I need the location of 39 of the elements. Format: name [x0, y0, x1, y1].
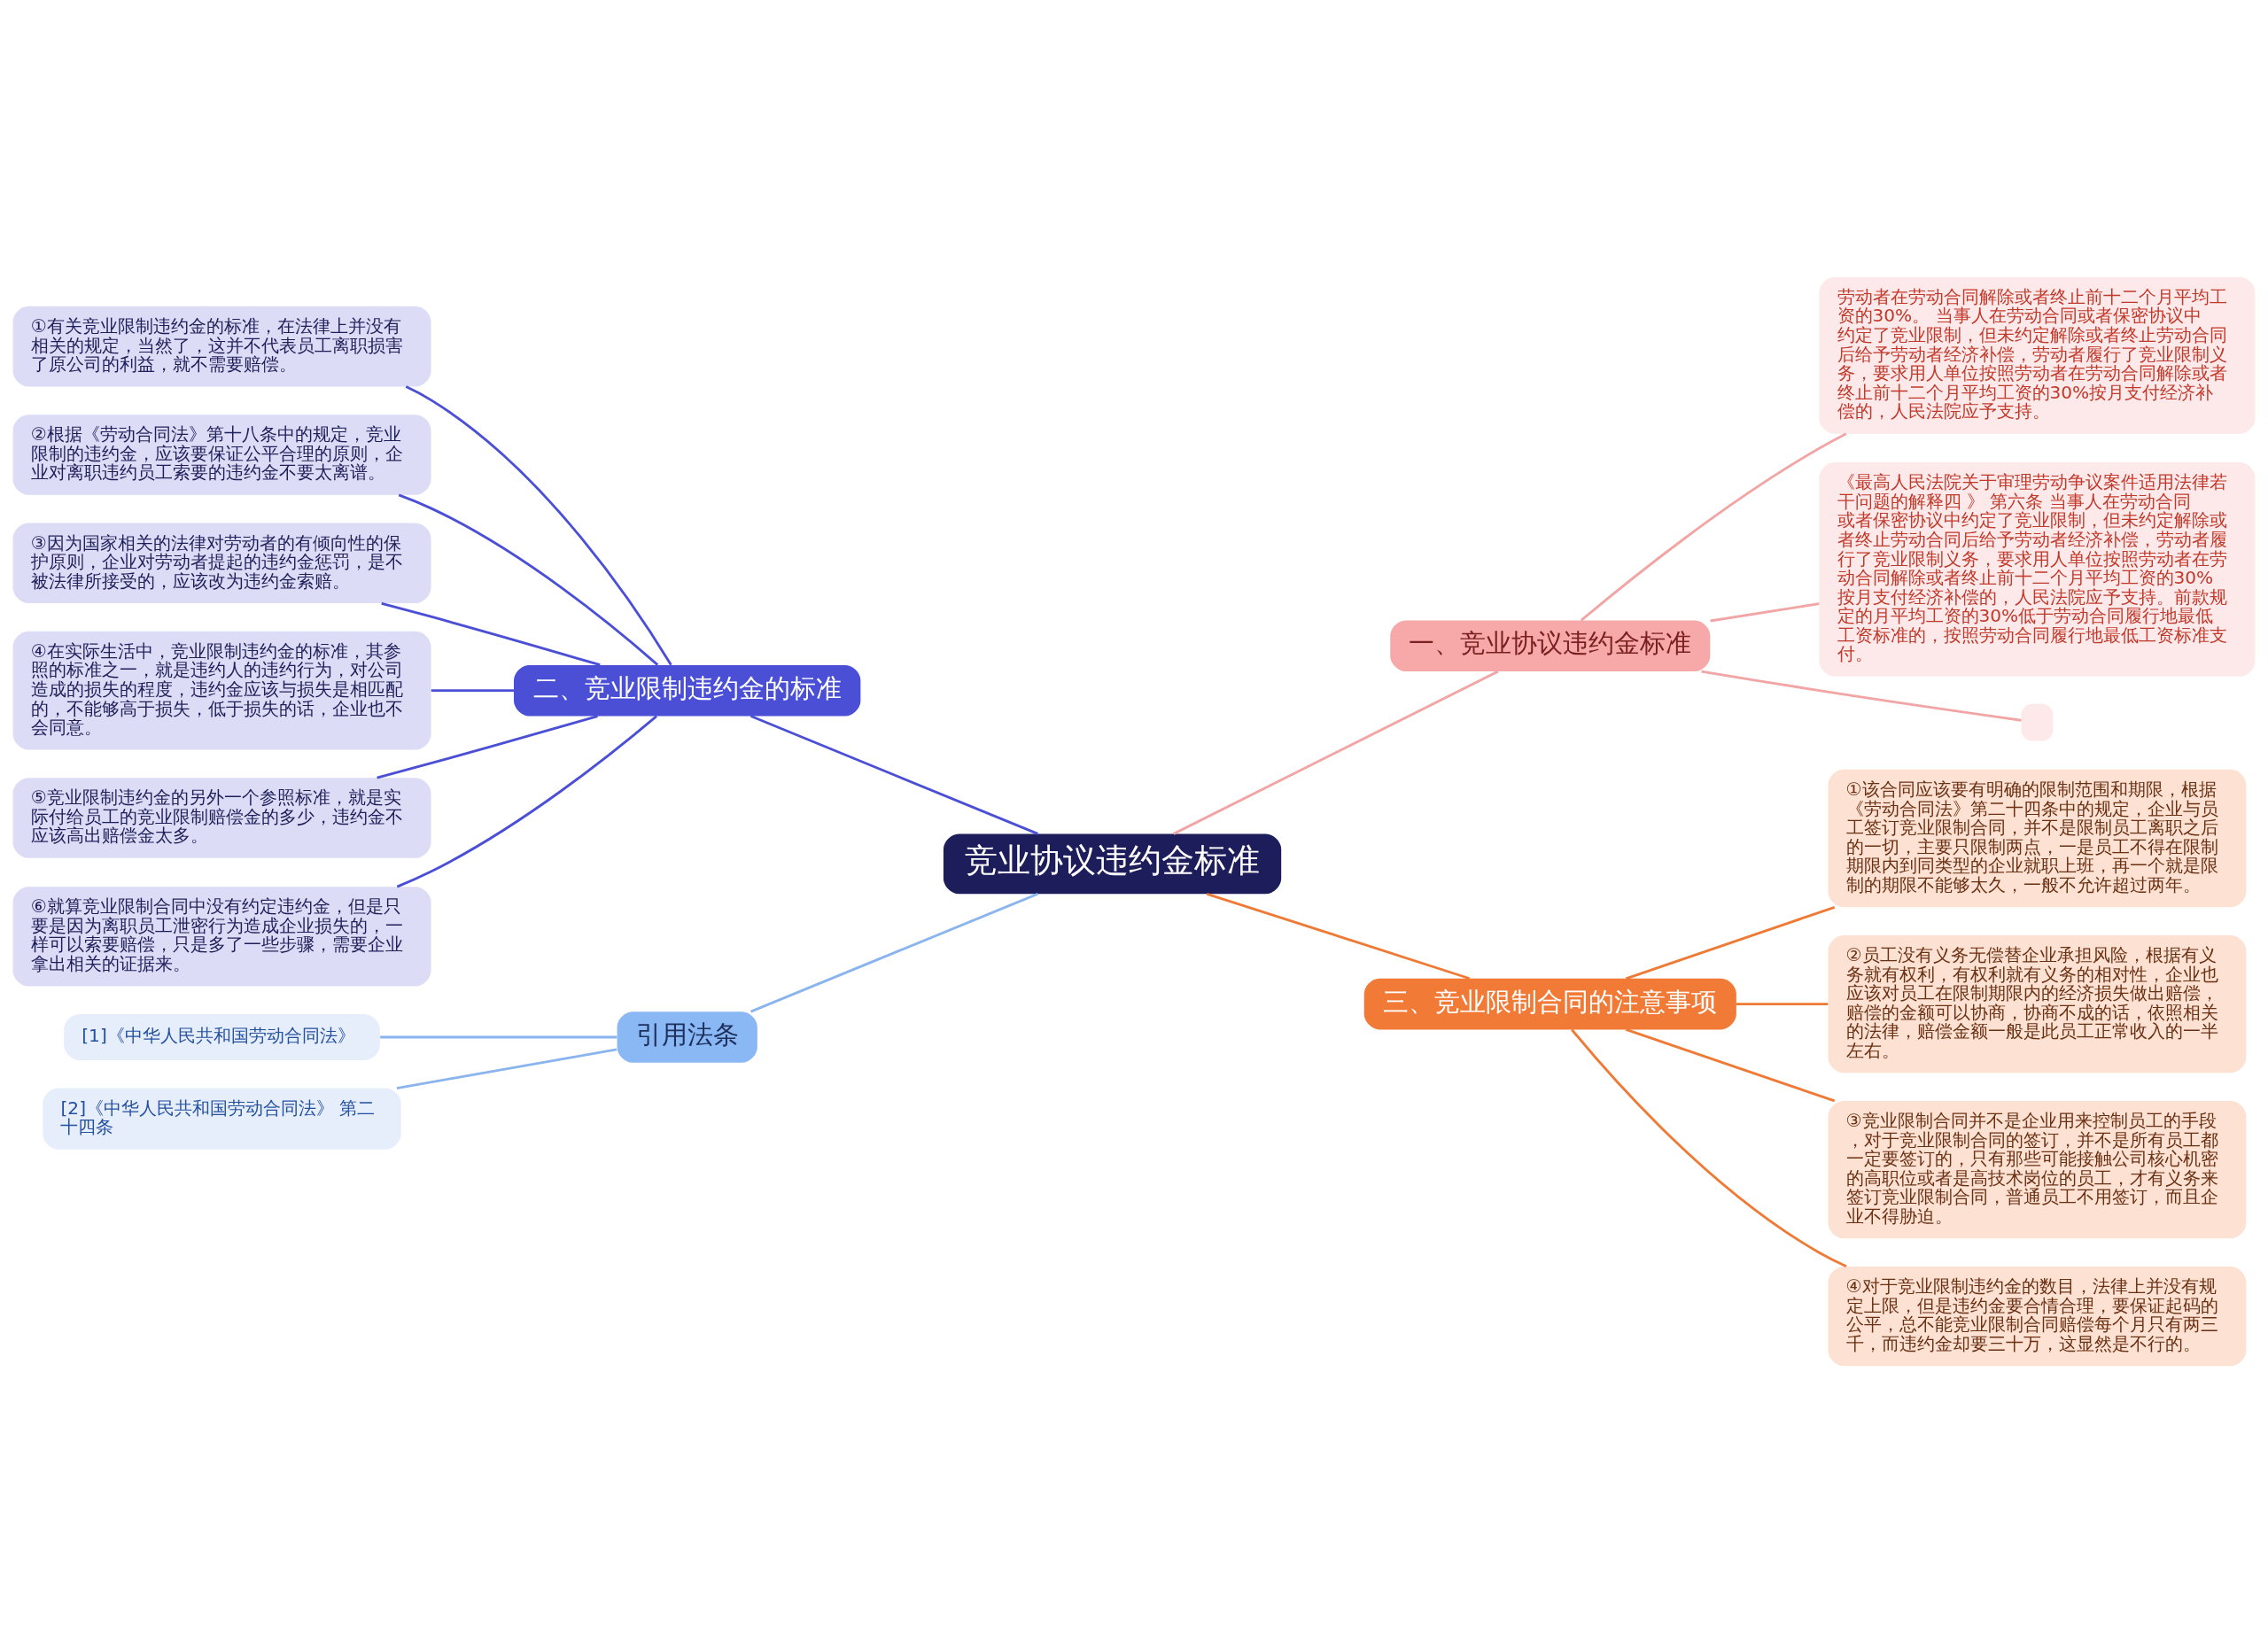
connector: [377, 715, 598, 779]
connector: [1173, 670, 1499, 835]
connector: [750, 715, 1038, 835]
node-box: ④在实际生活中，竞业限制违约金的标准，其参照的标准之一，就是违约人的违约行为，对公司造成的损失的程度，违约金应该与损失是相匹配的，不能够高于损失，低于损失的话，企业也不会同意。: [12, 631, 431, 750]
connector: [380, 1035, 617, 1039]
node-box: ①有关竞业限制违约金的标准，在法律上并没有相关的规定，当然了，这并不代表员工离职损害了原公司的利益，就不需要赔偿。: [12, 306, 431, 387]
connector: [1571, 1028, 1847, 1268]
connector: [1580, 432, 1847, 622]
node-box: ④对于竞业限制违约金的数目，法律上并没有规定上限，但是违约金要合情合理，要保证起码的公平，总不能竞业限制合同赔偿每个月只有两三千，而违约金却要三十万，这显然是不行的。: [1828, 1267, 2247, 1367]
connector: [431, 689, 514, 693]
node-box: 竞业协议违约金标准: [943, 833, 1282, 895]
node-box: 一、竞业协议违约金标准: [1390, 620, 1711, 672]
node-box: 引用法条: [617, 1011, 757, 1063]
connector: [381, 601, 601, 667]
connector: [1206, 892, 1471, 980]
node-box: ②员工没有义务无偿替企业承担风险，根据有义务就有权利，有权利就有义务的相对性，企业也应该对员工在限制期限内的经济损失做出赔偿，赔偿的金额可以协商，协商不成的话，依照相关的法律，赔偿金额一般是此员工正常收入的一半左右。: [1828, 934, 2247, 1073]
connector: [396, 715, 657, 888]
connector: [1710, 602, 1820, 623]
node-box: ③竞业限制合同并不是企业用来控制员工的手段，对于竞业限制合同的签订，并不是所有员工都一定要签订的，只有那些可能接触公司核心机密的高职位或者是高技术岗位的员工，才有义务来签订竞业限制合同，普通员工不用签订，而且企业不得胁迫。: [1828, 1100, 2247, 1239]
node-box: 二、竞业限制违约金的标准: [514, 664, 861, 717]
node-box: ①该合同应该要有明确的限制范围和期限，根据《劳动合同法》第二十四条中的规定，企业与员工签订竞业限制合同，并不是限制员工离职之后的一切，主要只限制两点，一是员工不得在限制期限内到同类型的企业就职上班，再一个就是限制的期限不能够太久，一般不允许超过两年。: [1828, 769, 2247, 908]
node-box: [2021, 703, 2054, 741]
node-box: [1]《中华人民共和国劳动合同法》: [64, 1014, 380, 1060]
connector: [1736, 1003, 1829, 1006]
node-box: 《最高人民法院关于审理劳动争议案件适用法律若干问题的解释四 》 第六条 当事人在劳动合同或者保密协议中约定了竞业限制，但未约定解除或者终止劳动合同后给予劳动者经济补偿，劳动者履行了竞业限制义务，要求用人单位按照劳动者在劳动合同解除或者终止前十二个月平均工资的30%按月支付经济补偿的，人民法院应予支持。前款规定的月平均工资的30%低于劳动合同履行地最低工资标准的，按照劳动合同履行地最低工资标准支付。: [1819, 462, 2256, 677]
node-box: ②根据《劳动合同法》第十八条中的规定，竞业限制的违约金，应该要保证公平合理的原则，企业对离职违约员工索要的违约金不要太离谱。: [12, 415, 431, 495]
node-box: 劳动者在劳动合同解除或者终止前十二个月平均工资的30%。 当事人在劳动合同或者保密协议中约定了竞业限制，但未约定解除或者终止劳动合同后给予劳动者经济补偿，劳动者履行了竞业限制义务，要求用人单位按照劳动者在劳动合同解除或者终止前十二个月平均工资的30%按月支付经济补偿的，人民法院应予支持。: [1819, 276, 2256, 434]
node-box: 三、竞业限制合同的注意事项: [1363, 978, 1736, 1030]
node-box: ⑤竞业限制违约金的另外一个参照标准，就是实际付给员工的竞业限制赔偿金的多少，违约金不应该高出赔偿金太多。: [12, 778, 431, 858]
node-box: [2]《中华人民共和国劳动合同法》 第二十四条: [43, 1088, 401, 1150]
connector: [1626, 905, 1836, 980]
connector: [750, 892, 1038, 1013]
connector: [398, 493, 659, 666]
node-box: ⑥就算竞业限制合同中没有约定违约金，但是只要是因为离职员工泄密行为造成企业损失的，一样可以索要赔偿，只是多了一些步骤，需要企业拿出相关的证据来。: [12, 887, 431, 987]
connector: [396, 1048, 617, 1089]
node-box: ③因为国家相关的法律对劳动者的有倾向性的保护原则，企业对劳动者提起的违约金惩罚，是不被法律所接受的，应该改为违约金索赔。: [12, 523, 431, 604]
connector: [1626, 1028, 1836, 1103]
connector: [1701, 670, 2022, 722]
connector: [405, 385, 672, 666]
